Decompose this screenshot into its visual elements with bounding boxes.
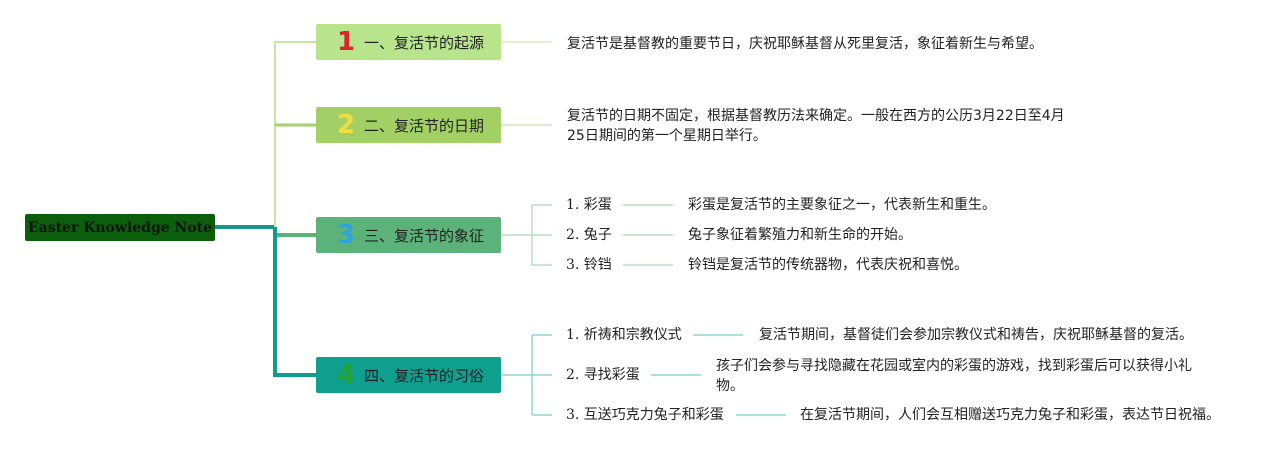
topic-origin[interactable]: 1 一、复活节的起源 bbox=[316, 24, 501, 60]
topic-label: 四、复活节的习俗 bbox=[364, 366, 485, 385]
topic-number: 3 bbox=[336, 220, 356, 250]
topic-date[interactable]: 2 二、复活节的日期 bbox=[316, 107, 501, 143]
topic-label: 二、复活节的日期 bbox=[364, 116, 485, 135]
text-line: 复活节的日期不固定，根据基督教历法来确定。一般在西方的公历3月22日至4月 bbox=[567, 108, 1065, 124]
topic-customs[interactable]: 4 四、复活节的习俗 bbox=[316, 357, 501, 393]
subtopic-egg-text: 彩蛋是复活节的主要象征之一，代表新生和重生。 bbox=[688, 197, 996, 213]
text-line: 25日期间的第一个星期日举行。 bbox=[567, 128, 767, 144]
topic-number: 4 bbox=[336, 360, 356, 390]
subtopic-prayer-text: 复活节期间，基督徒们会参加宗教仪式和祷告，庆祝耶稣基督的复活。 bbox=[759, 327, 1193, 343]
text-line: 物。 bbox=[716, 378, 744, 394]
topic-label: 三、复活节的象征 bbox=[364, 226, 485, 245]
subtopic-prayer[interactable]: 1. 祈祷和宗教仪式 bbox=[566, 327, 682, 343]
subtopic-bell[interactable]: 3. 铃铛 bbox=[566, 257, 612, 273]
subtopic-gift-exchange-text: 在复活节期间，人们会互相赠送巧克力兔子和彩蛋，表达节日祝福。 bbox=[800, 407, 1220, 423]
subtopic-egg-hunt[interactable]: 2. 寻找彩蛋 bbox=[566, 367, 640, 383]
subtopic-bell-text: 铃铛是复活节的传统器物，代表庆祝和喜悦。 bbox=[688, 257, 968, 273]
topic-symbols[interactable]: 3 三、复活节的象征 bbox=[316, 217, 501, 253]
root-node[interactable]: Easter Knowledge Note bbox=[25, 214, 215, 241]
topic-origin-text: 复活节是基督教的重要节日，庆祝耶稣基督从死里复活，象征着新生与希望。 bbox=[567, 36, 1043, 52]
subtopic-gift-exchange[interactable]: 3. 互送巧克力兔子和彩蛋 bbox=[566, 407, 724, 423]
topic-label: 一、复活节的起源 bbox=[364, 33, 485, 52]
topic-date-text: 复活节的日期不固定，根据基督教历法来确定。一般在西方的公历3月22日至4月 25… bbox=[567, 106, 1065, 146]
root-label: Easter Knowledge Note bbox=[27, 219, 213, 236]
subtopic-rabbit[interactable]: 2. 兔子 bbox=[566, 227, 612, 243]
topic-number: 1 bbox=[336, 27, 356, 57]
subtopic-rabbit-text: 兔子象征着繁殖力和新生命的开始。 bbox=[688, 227, 912, 243]
subtopic-egg[interactable]: 1. 彩蛋 bbox=[566, 197, 612, 213]
text-line: 孩子们会参与寻找隐藏在花园或室内的彩蛋的游戏，找到彩蛋后可以获得小礼 bbox=[716, 358, 1192, 374]
topic-number: 2 bbox=[336, 110, 356, 140]
subtopic-egg-hunt-text: 孩子们会参与寻找隐藏在花园或室内的彩蛋的游戏，找到彩蛋后可以获得小礼 物。 bbox=[716, 356, 1192, 396]
